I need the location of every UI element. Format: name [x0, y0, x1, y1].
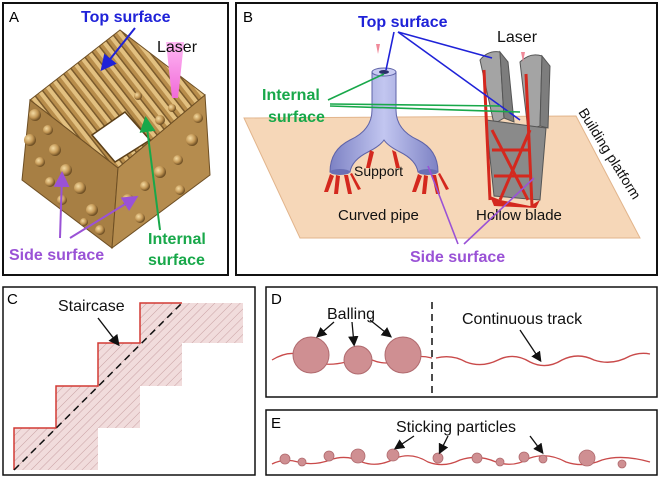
staircase-edge	[13, 302, 182, 470]
ball-3	[384, 336, 422, 374]
panel-b-letter: B	[243, 9, 253, 26]
panel-a-side-surface-arrow-2	[69, 195, 139, 239]
sticking-particles	[279, 448, 627, 469]
panel-a-laser-beam	[166, 42, 184, 98]
panel-b-internal-surface-label-1: Internal	[262, 87, 320, 104]
panel-a-internal-surface-label-2: surface	[148, 252, 205, 269]
panel-d-continuous-track-label: Continuous track	[462, 311, 583, 328]
panel-d: D Balling Continuous track	[265, 286, 658, 398]
panel-b-top-surface-label: Top surface	[358, 14, 448, 31]
panel-b-hollow-blade-label: Hollow blade	[476, 207, 562, 224]
ball-1	[292, 336, 330, 374]
panel-a-laser-label: Laser	[157, 39, 198, 56]
panel-e-arrows	[393, 435, 544, 455]
panel-a-letter: A	[9, 9, 19, 26]
panel-b-side-surface-lines	[427, 165, 535, 245]
panel-c-staircase-label: Staircase	[58, 298, 125, 315]
panel-b-curved-pipe-label: Curved pipe	[338, 207, 419, 224]
panel-c: C Staircase	[2, 286, 256, 476]
continuous-track	[435, 352, 651, 367]
staircase-nominal-line	[13, 302, 183, 471]
panel-b-internal-surface-lines	[327, 73, 521, 113]
panel-b-support-label: Support	[354, 163, 403, 179]
panel-b-side-surface-label: Side surface	[410, 249, 505, 266]
lattice-hole	[90, 111, 152, 163]
panel-a-internal-surface-arrow	[139, 116, 161, 231]
panel-a-side-surface-label: Side surface	[9, 247, 104, 264]
panel-a-side-surface-arrow-1	[53, 171, 70, 239]
panel-e: E Sticking particles	[265, 409, 658, 476]
lattice-cube	[21, 29, 211, 250]
panel-a-internal-surface-label-1: Internal	[148, 231, 206, 248]
panel-b-laser-blade	[521, 52, 525, 62]
panel-a-top-surface-label: Top surface	[81, 9, 171, 26]
panel-a-top-surface-arrow	[100, 27, 136, 72]
panel-b-laser-pipe	[376, 44, 380, 54]
staircase-hatched-region	[14, 303, 243, 470]
panel-d-balling-arrows	[316, 319, 393, 347]
panel-b: B Building platform	[235, 2, 658, 276]
ball-2	[343, 345, 373, 375]
panel-b-laser-label: Laser	[497, 29, 538, 46]
lattice-bumps	[24, 92, 203, 235]
panel-e-sticking-particles-label: Sticking particles	[396, 419, 516, 436]
panel-d-frame	[265, 286, 658, 398]
panel-c-staircase-arrow	[97, 317, 120, 347]
panel-d-balling-label: Balling	[327, 306, 375, 323]
panel-a: A	[2, 2, 229, 276]
panel-e-letter: E	[271, 415, 281, 432]
panel-b-internal-surface-label-2: surface	[268, 109, 325, 126]
panel-d-continuous-track-arrow	[519, 329, 542, 363]
panel-d-letter: D	[271, 291, 282, 308]
panel-c-letter: C	[7, 291, 18, 308]
